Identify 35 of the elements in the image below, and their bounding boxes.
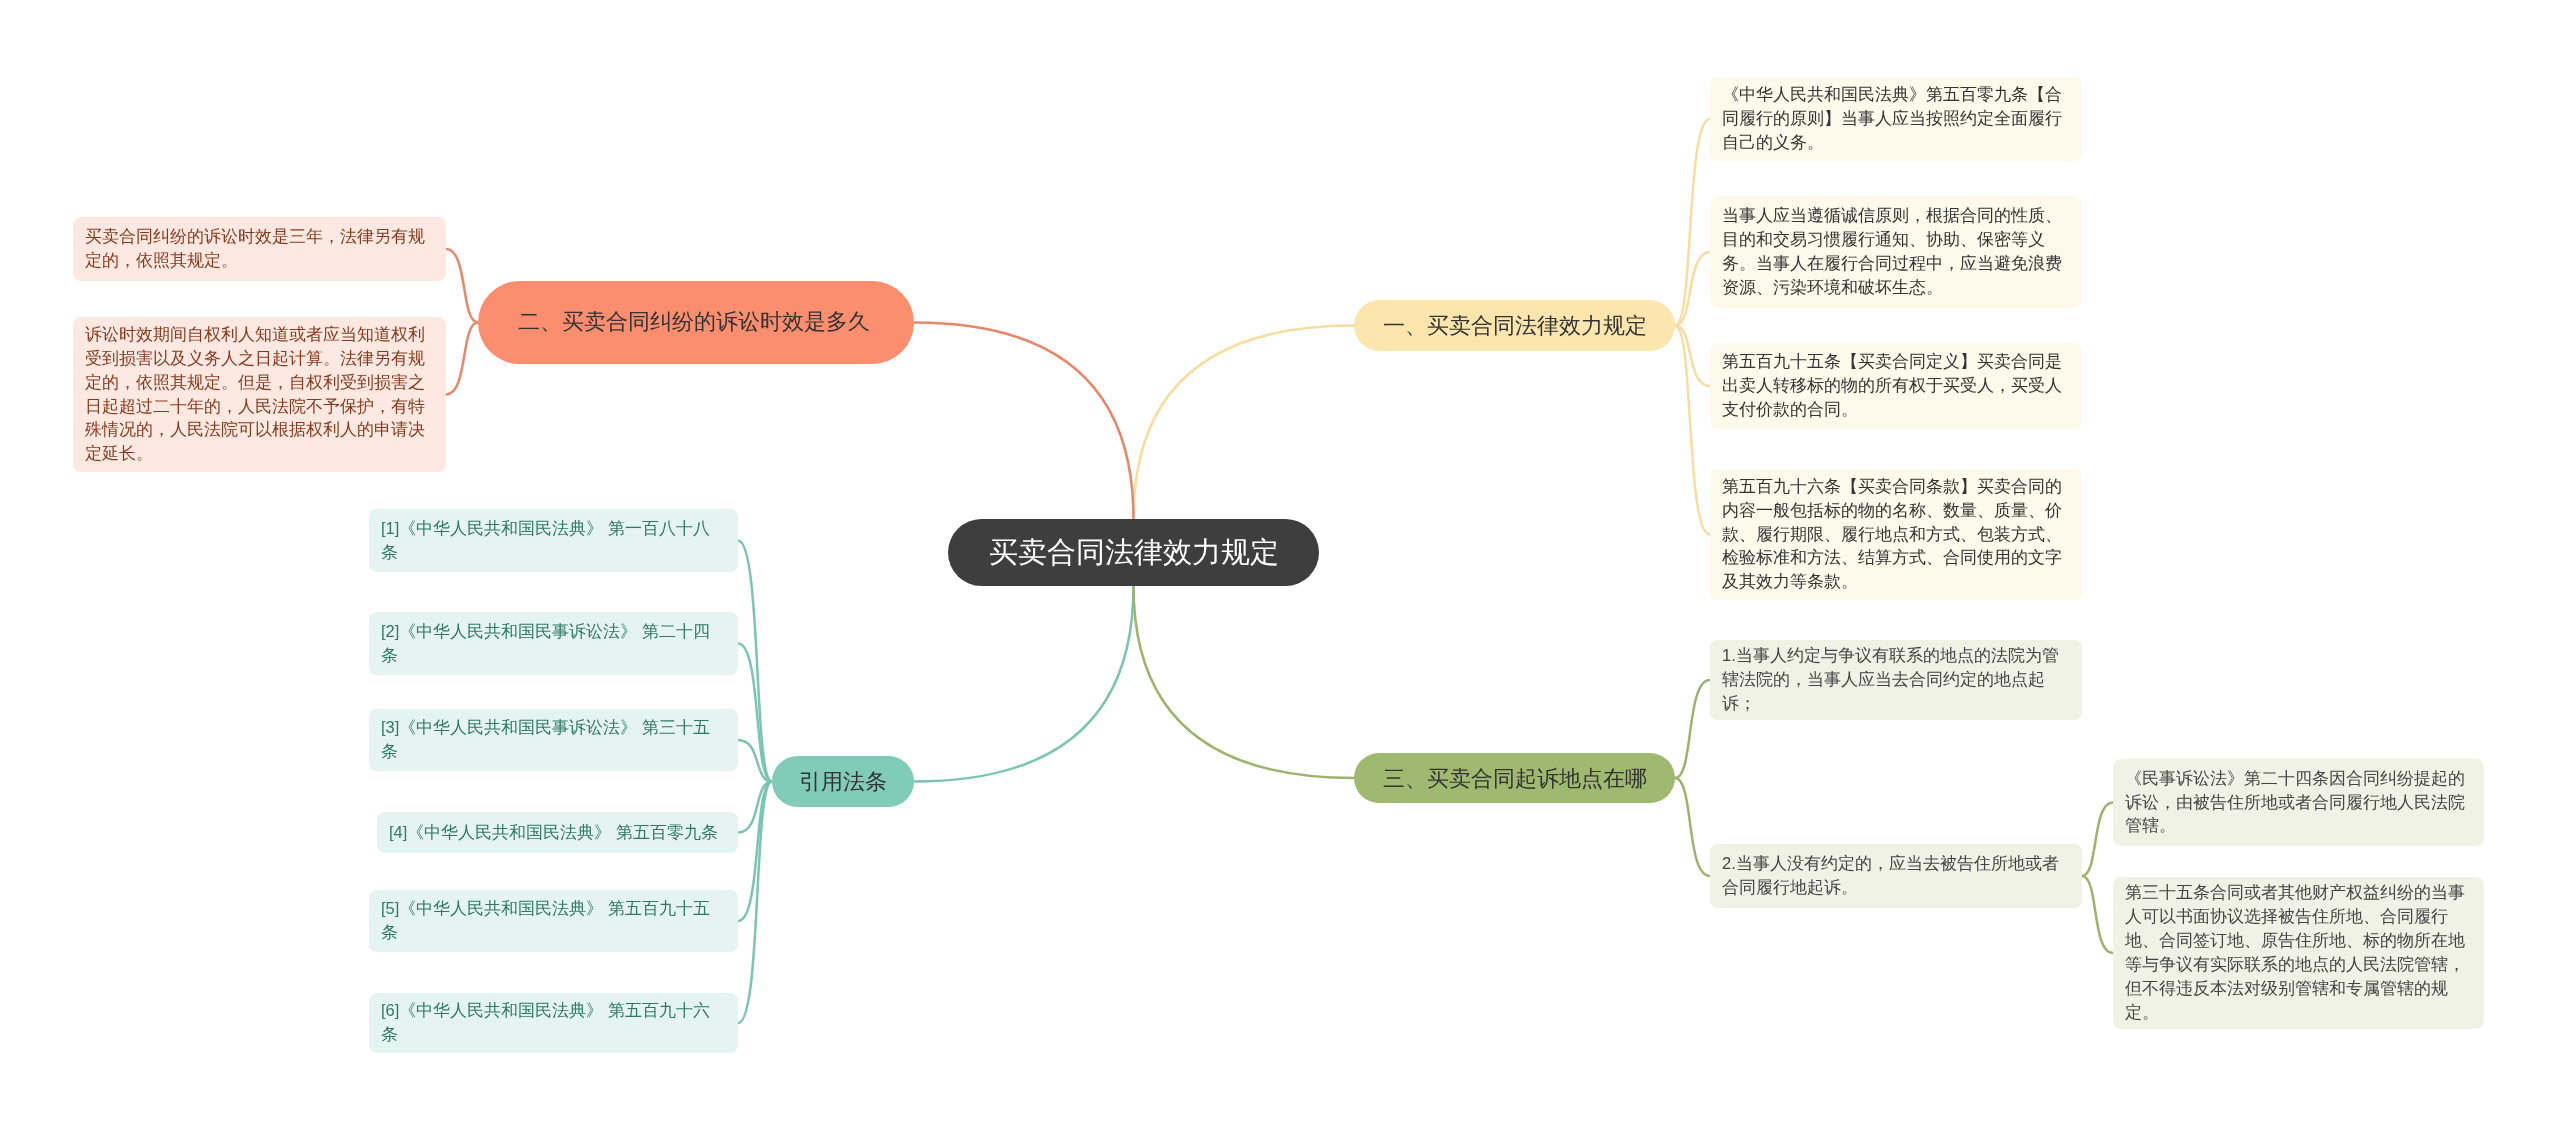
- connector-line: [1674, 118, 1711, 327]
- branch-topic: 一、买卖合同法律效力规定: [1354, 300, 1675, 351]
- connector-line: [1674, 678, 1711, 780]
- connector-line: [737, 539, 773, 783]
- text-card: 买卖合同纠纷的诉讼时效是三年，法律另有规定的，依照其规定。: [73, 217, 446, 281]
- central-topic: 买卖合同法律效力规定: [948, 519, 1319, 586]
- text-card: 《民事诉讼法》第二十四条因合同纠纷提起的诉讼，由被告住所地或者合同履行地人民法院管辖。: [2113, 759, 2484, 846]
- connector-line: [913, 321, 1135, 520]
- connector-line: [1132, 585, 1355, 780]
- text-card: 《中华人民共和国民法典》第五百零九条【合同履行的原则】当事人应当按照约定全面履行自己的义务。: [1710, 77, 2082, 161]
- text-card: 第三十五条合同或者其他财产权益纠纷的当事人可以书面协议选择被告住所地、合同履行地、合同签订地、原告住所地、标的物所在地等与争议有实际联系的地点的人民法院管辖，但不得违反本法对级别管辖和专属管辖的规定。: [2113, 877, 2484, 1029]
- text-card: 第五百九十六条【买卖合同条款】买卖合同的内容一般包括标的物的名称、数量、质量、价款、履行期限、履行地点和方式、包装方式、检验标准和方法、结算方式、合同使用的文字及其效力等条款。: [1710, 469, 2082, 600]
- text-card: 1.当事人约定与争议有联系的地点的法院为管辖法院的，当事人应当去合同约定的地点起诉；: [1710, 640, 2082, 720]
- connector-line: [1674, 324, 1711, 536]
- connector-line: [445, 321, 479, 396]
- citation-card: [4]《中华人民共和国民法典》 第五百零九条: [377, 812, 738, 853]
- connector-line: [737, 642, 773, 783]
- branch-topic: 二、买卖合同纠纷的诉讼时效是多久: [478, 281, 914, 364]
- text-card: 当事人应当遵循诚信原则，根据合同的性质、目的和交易习惯履行通知、协助、保密等义务。当事人在履行合同过程中，应当避免浪费资源、污染环境和破坏生态。: [1710, 196, 2082, 308]
- citation-card: [1]《中华人民共和国民法典》 第一百八十八条: [369, 509, 738, 572]
- citation-card: [3]《中华人民共和国民事诉讼法》 第三十五条: [369, 709, 738, 771]
- citation-card: [2]《中华人民共和国民事诉讼法》 第二十四条: [369, 612, 738, 675]
- connector-line: [445, 247, 479, 324]
- text-card: 诉讼时效期间自权利人知道或者应当知道权利受到损害以及义务人之日起计算。法律另有规定的，依照其规定。但是，自权利受到损害之日起超过二十年的，人民法院不予保护，有特殊情况的，人民法院可以根据权利人的申请决定延长。: [73, 317, 446, 472]
- connector-line: [2081, 801, 2114, 878]
- text-card: 第五百九十五条【买卖合同定义】买卖合同是出卖人转移标的物的所有权于买受人，买受人支付价款的合同。: [1710, 343, 2082, 429]
- citation-card: [5]《中华人民共和国民法典》 第五百九十五条: [369, 890, 738, 952]
- citation-card: [6]《中华人民共和国民法典》 第五百九十六条: [369, 993, 738, 1053]
- connector-line: [737, 780, 773, 1024]
- branch-topic: 引用法条: [772, 756, 914, 807]
- connector-line: [2081, 874, 2114, 955]
- connector-line: [737, 780, 773, 923]
- branch-topic: 三、买卖合同起诉地点在哪: [1354, 753, 1675, 803]
- text-card: 2.当事人没有约定的，应当去被告住所地或者合同履行地起诉。: [1710, 844, 2082, 908]
- connector-line: [1674, 776, 1711, 878]
